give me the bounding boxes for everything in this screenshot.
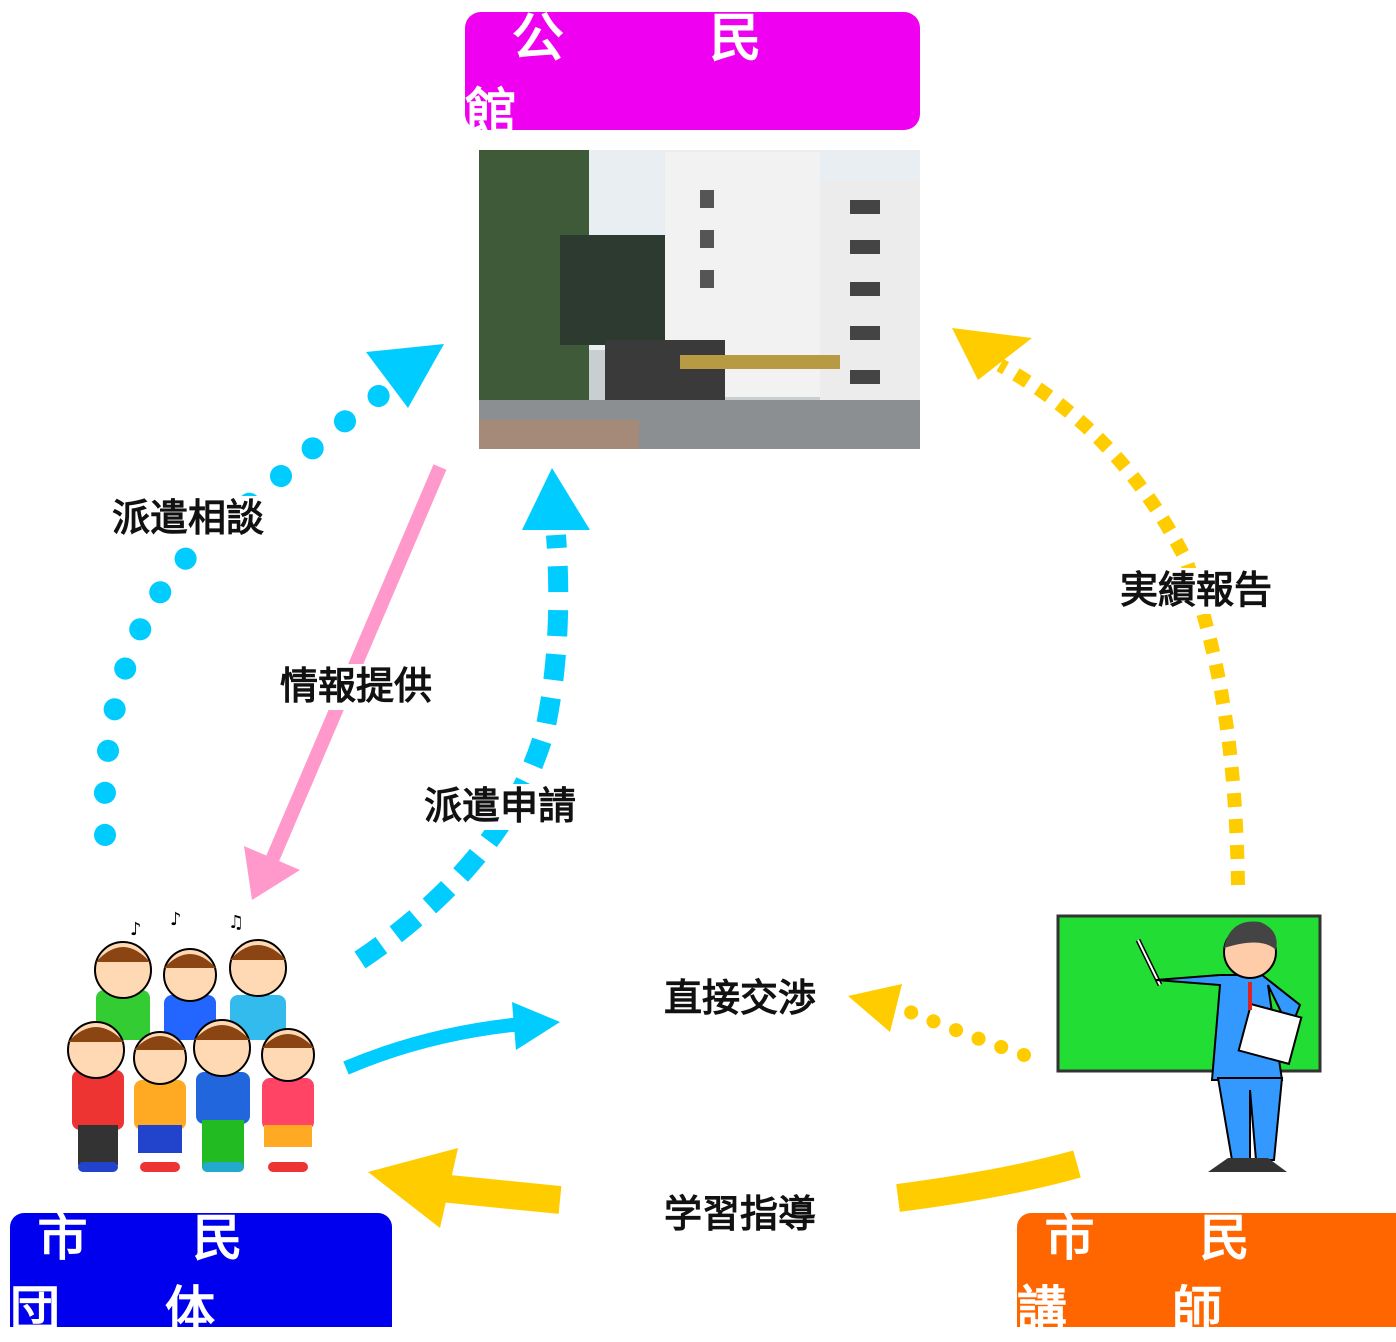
kominkan-label: 公 民 館: [465, 9, 908, 144]
svg-text:♪: ♪: [170, 909, 182, 930]
haken-shinsei-label: 派遣申請: [422, 784, 579, 830]
svg-text:♪: ♪: [130, 919, 142, 940]
shimin-dantai-label: 市 民 団 体: [10, 1209, 348, 1339]
teacher-illustration: [1056, 914, 1322, 1172]
gakushu-shido-arrow-line-left: [438, 1174, 562, 1214]
jisseki-hokoku-arrow-line: [996, 358, 1245, 886]
jisseki-hokoku-arrowhead: [952, 328, 1032, 380]
chokusetsu-kosho-koshi-arrow-line: [888, 999, 1031, 1062]
gakushu-shido-label: 学習指導: [664, 1192, 817, 1238]
haken-sodan-label: 派遣相談: [110, 496, 267, 542]
shimin-koshi-box: 市 民 講 師: [1017, 1209, 1396, 1339]
gakushu-shido-arrow-line-right: [896, 1150, 1081, 1212]
chokusetsu-kosho-label: 直接交渉: [664, 976, 817, 1022]
shimin-dantai-box: 市 民 団 体: [10, 1209, 392, 1339]
haken-sodan-arrow-line: [93, 374, 406, 846]
chokusetsu-kosho-koshi-arrowhead: [848, 984, 902, 1032]
joho-teikyo-arrow-line: [265, 464, 447, 863]
haken-shinsei-arrow-line: [354, 534, 569, 969]
haken-sodan-arrowhead: [366, 344, 444, 408]
jisseki-hokoku-label: 実績報告: [1118, 568, 1275, 614]
haken-shinsei-arrowhead: [522, 468, 590, 530]
kominkan-building-photo: [479, 150, 920, 449]
gakushu-shido-arrowhead: [368, 1148, 458, 1228]
joho-teikyo-arrowhead: [244, 846, 300, 900]
kominkan-box: 公 民 館: [465, 9, 920, 144]
chokusetsu-kosho-group-arrowhead: [512, 1002, 560, 1050]
children-group-illustration: ♪ ♪ ♫: [67, 909, 315, 1172]
joho-teikyo-label: 情報提供: [278, 664, 435, 710]
svg-text:♫: ♫: [228, 912, 244, 933]
shimin-koshi-label: 市 民 講 師: [1017, 1209, 1355, 1339]
chokusetsu-kosho-group-arrow-line: [343, 1017, 523, 1075]
